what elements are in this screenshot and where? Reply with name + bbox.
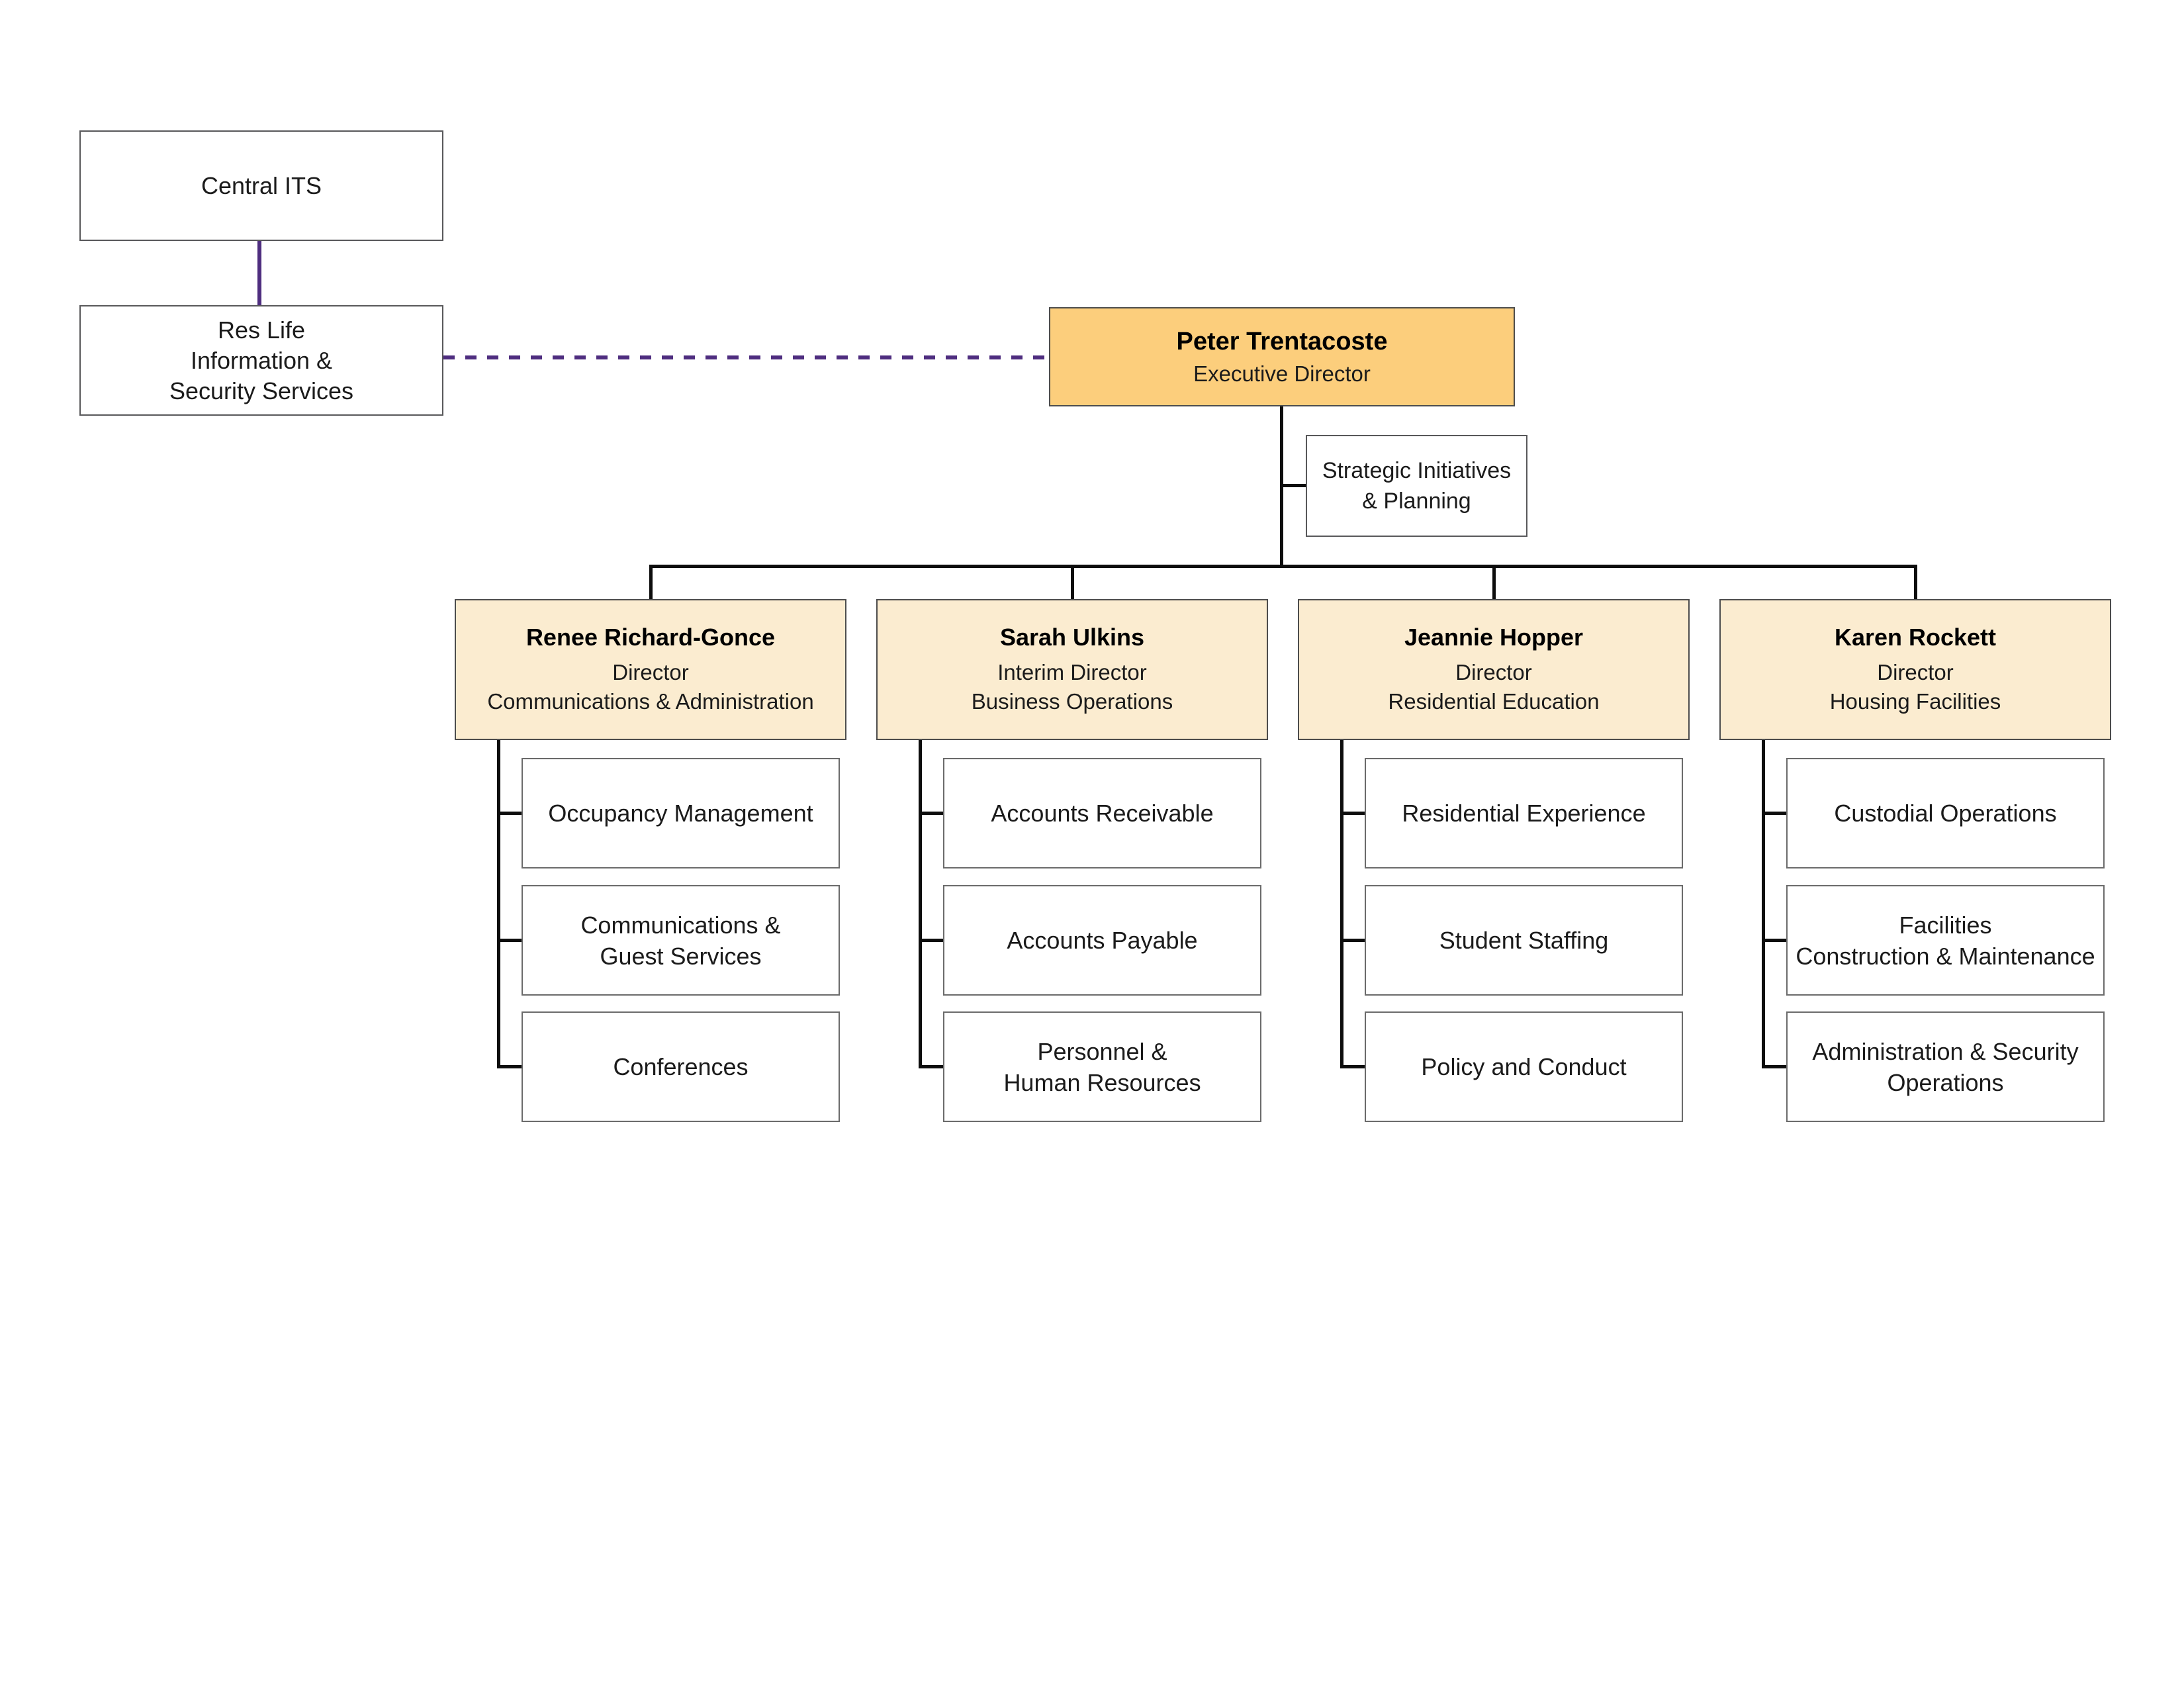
connector-report-stub: [919, 812, 945, 815]
report-box-policy-and-conduct: Policy and Conduct: [1365, 1011, 1683, 1122]
connector-column-trunk-karen: [1762, 740, 1765, 1068]
connector-reslife-executive-dashed: [443, 355, 1049, 359]
connector-report-stub: [919, 1065, 945, 1068]
director-name: Sarah Ulkins: [999, 623, 1145, 651]
report-line: Personnel &: [1037, 1037, 1167, 1065]
strategic-initiatives-box: Strategic Initiatives & Planning: [1306, 435, 1527, 537]
executive-name: Peter Trentacoste: [1176, 327, 1388, 355]
connector-report-stub: [1340, 812, 1367, 815]
director-name: Karen Rockett: [1834, 623, 1997, 651]
connector-directors-splitter: [651, 565, 1915, 568]
report-line: Custodial Operations: [1834, 800, 2057, 827]
director-dept: Business Operations: [971, 688, 1173, 714]
connector-downtick-jeannie: [1492, 565, 1496, 600]
director-name: Jeannie Hopper: [1404, 623, 1584, 651]
connector-report-stub: [497, 812, 523, 815]
director-box-karen: Karen Rockett Director Housing Facilitie…: [1719, 599, 2111, 740]
report-line: Operations: [1887, 1068, 2004, 1096]
executive-title: Executive Director: [1193, 361, 1371, 386]
connector-downtick-renee: [649, 565, 653, 600]
strategic-line: Strategic Initiatives: [1322, 458, 1512, 483]
connector-report-stub: [497, 1065, 523, 1068]
director-box-sarah: Sarah Ulkins Interim Director Business O…: [876, 599, 1268, 740]
report-line: Human Resources: [1003, 1068, 1201, 1096]
director-name: Renee Richard-Gonce: [525, 623, 776, 651]
report-box-accounts-payable: Accounts Payable: [943, 885, 1261, 996]
director-title: Interim Director: [997, 659, 1147, 684]
report-line: Policy and Conduct: [1421, 1053, 1627, 1080]
res-life-box: Res Life Information & Security Services: [79, 305, 443, 416]
report-box-communications-guest-services: Communications & Guest Services: [522, 885, 840, 996]
director-title: Director: [612, 659, 689, 684]
connector-report-stub: [1762, 939, 1788, 942]
res-life-line: Information &: [190, 346, 333, 374]
connector-column-trunk-renee: [497, 740, 500, 1068]
director-box-renee: Renee Richard-Gonce Director Communicati…: [455, 599, 846, 740]
director-dept: Communications & Administration: [487, 688, 814, 714]
connector-report-stub: [497, 939, 523, 942]
connector-downtick-karen: [1914, 565, 1917, 600]
director-title: Director: [1877, 659, 1954, 684]
res-life-line: Security Services: [169, 377, 354, 404]
report-line: Student Staffing: [1439, 927, 1609, 954]
report-line: Accounts Receivable: [991, 800, 1214, 827]
report-box-accounts-receivable: Accounts Receivable: [943, 758, 1261, 868]
report-box-occupancy-management: Occupancy Management: [522, 758, 840, 868]
connector-executive-trunk: [1280, 406, 1283, 568]
report-box-conferences: Conferences: [522, 1011, 840, 1122]
report-line: Accounts Payable: [1007, 927, 1198, 954]
report-box-administration-security-operations: Administration & Security Operations: [1786, 1011, 2105, 1122]
strategic-line: & Planning: [1362, 489, 1471, 514]
connector-report-stub: [1340, 1065, 1367, 1068]
report-line: Conferences: [613, 1053, 749, 1080]
report-box-personnel-human-resources: Personnel & Human Resources: [943, 1011, 1261, 1122]
report-box-residential-experience: Residential Experience: [1365, 758, 1683, 868]
connector-report-stub: [1340, 939, 1367, 942]
report-line: Construction & Maintenance: [1796, 942, 2095, 970]
connector-strategic-stub: [1280, 484, 1306, 487]
connector-column-trunk-jeannie: [1340, 740, 1343, 1068]
director-title: Director: [1455, 659, 1532, 684]
report-line: Communications &: [580, 911, 781, 939]
connector-downtick-sarah: [1071, 565, 1074, 600]
report-box-student-staffing: Student Staffing: [1365, 885, 1683, 996]
executive-director-box: Peter Trentacoste Executive Director: [1049, 307, 1515, 406]
connector-centralits-reslife: [257, 241, 261, 305]
central-its-box: Central ITS: [79, 130, 443, 241]
report-box-facilities-construction-maintenance: Facilities Construction & Maintenance: [1786, 885, 2105, 996]
connector-column-trunk-sarah: [919, 740, 922, 1068]
report-box-custodial-operations: Custodial Operations: [1786, 758, 2105, 868]
central-its-label: Central ITS: [201, 171, 322, 199]
report-line: Occupancy Management: [548, 800, 813, 827]
report-line: Administration & Security: [1812, 1037, 2079, 1065]
report-line: Guest Services: [600, 942, 762, 970]
connector-report-stub: [1762, 812, 1788, 815]
director-dept: Residential Education: [1388, 688, 1600, 714]
connector-report-stub: [919, 939, 945, 942]
res-life-line: Res Life: [217, 316, 306, 344]
connector-report-stub: [1762, 1065, 1788, 1068]
report-line: Facilities: [1899, 911, 1992, 939]
director-dept: Housing Facilities: [1829, 688, 2001, 714]
director-box-jeannie: Jeannie Hopper Director Residential Educ…: [1298, 599, 1690, 740]
report-line: Residential Experience: [1402, 800, 1646, 827]
